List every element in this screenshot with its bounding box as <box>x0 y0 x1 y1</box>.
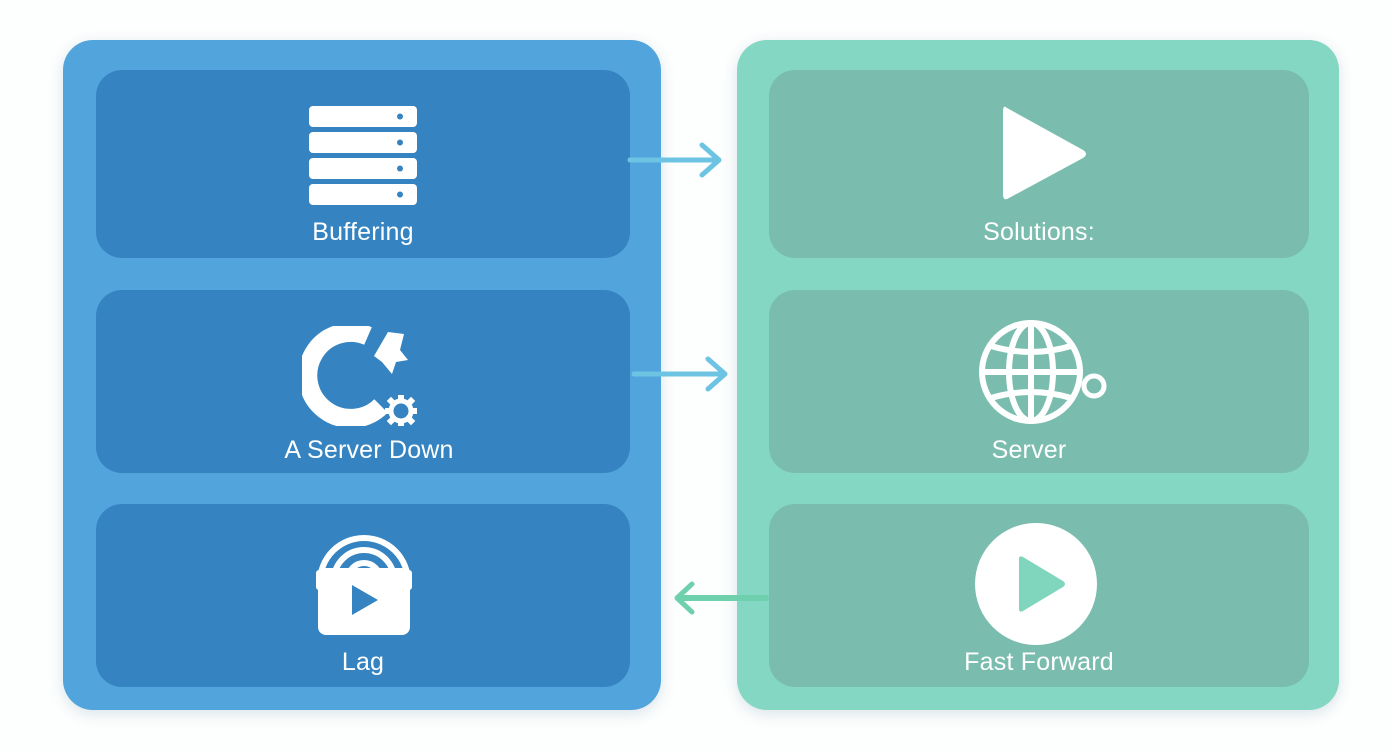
solution-card-server: Server <box>769 290 1309 473</box>
solution-card-fast-forward: Fast Forward <box>769 504 1309 687</box>
problem-label-buffering: Buffering <box>312 218 414 246</box>
locked-play-icon <box>316 535 412 635</box>
globe-icon <box>979 320 1107 424</box>
problem-label-lag: Lag <box>341 648 385 676</box>
arrow-fast-forward-to-lag <box>674 581 769 615</box>
arrow-buffering-to-solutions <box>627 142 722 178</box>
problem-card-server-down: A Server Down <box>96 290 630 473</box>
server-rack-icon <box>309 106 417 205</box>
solution-label-heading: Solutions: <box>983 218 1095 246</box>
problem-label-server-down: A Server Down <box>284 436 454 464</box>
problem-card-buffering: Buffering <box>96 70 630 258</box>
solution-label-server: Server <box>991 436 1067 464</box>
play-circle-icon <box>975 523 1097 645</box>
solutions-panel: Solutions: Server Fast Forward <box>737 40 1339 710</box>
solution-label-fast-forward: Fast Forward <box>964 648 1114 676</box>
problem-card-lag: Lag <box>96 504 630 687</box>
play-icon <box>1003 106 1086 200</box>
arrow-server-down-to-server <box>631 356 728 392</box>
problems-panel: Buffering A Server Down <box>63 40 661 710</box>
solution-card-heading: Solutions: <box>769 70 1309 258</box>
refresh-gear-icon <box>302 326 417 426</box>
